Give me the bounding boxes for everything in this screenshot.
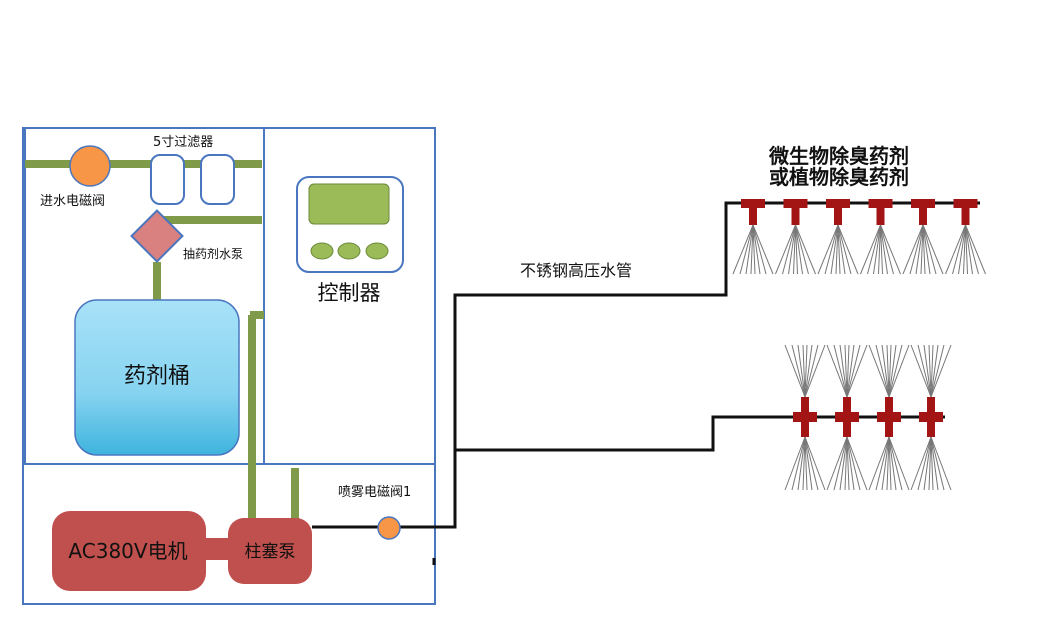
spray-valve (377, 516, 401, 540)
motor-label: AC380V电机 (68, 539, 187, 563)
high-pressure-pipe-branch (455, 415, 800, 452)
top-nozzle (860, 199, 901, 275)
motor (52, 511, 206, 591)
top-nozzle (732, 199, 774, 275)
dosing-pump-label: 抽药剂水泵 (183, 246, 243, 261)
inlet-valve-label: 进水电磁阀 (40, 194, 105, 209)
top-nozzle (775, 199, 816, 275)
dosing-pump (130, 209, 184, 263)
controller-label: 控制器 (318, 281, 381, 305)
bottom-nozzle (784, 344, 826, 491)
pipe-label: 不锈钢高压水管 (520, 261, 632, 280)
bottom-nozzle-row (784, 344, 952, 491)
controller-button-1 (310, 242, 334, 260)
agent-label-line-2: 或植物除臭药剂 (769, 165, 909, 189)
spray-valve-label: 喷雾电磁阀1 (338, 485, 411, 500)
top-nozzle (945, 199, 986, 275)
inlet-valve (69, 145, 111, 187)
top-nozzle-row (732, 199, 986, 275)
bottom-nozzle (868, 344, 910, 491)
filter-1 (150, 154, 185, 205)
controller-button-2 (337, 242, 361, 260)
plunger-pump (228, 518, 312, 584)
filter-2 (200, 154, 235, 205)
chemical-tank (74, 299, 240, 456)
controller-screen (308, 183, 390, 225)
filter-label: 5寸过滤器 (153, 135, 213, 150)
top-nozzle (817, 199, 859, 275)
bottom-nozzle (910, 344, 952, 491)
agent-label-line-1: 微生物除臭药剂 (768, 144, 909, 168)
motor-coupling (200, 538, 234, 560)
controller-button-3 (365, 242, 389, 260)
bottom-nozzle (826, 344, 868, 491)
plunger-pump-label: 柱塞泵 (245, 542, 296, 562)
top-nozzle (902, 199, 944, 275)
chemical-tank-label: 药剂桶 (124, 364, 190, 389)
